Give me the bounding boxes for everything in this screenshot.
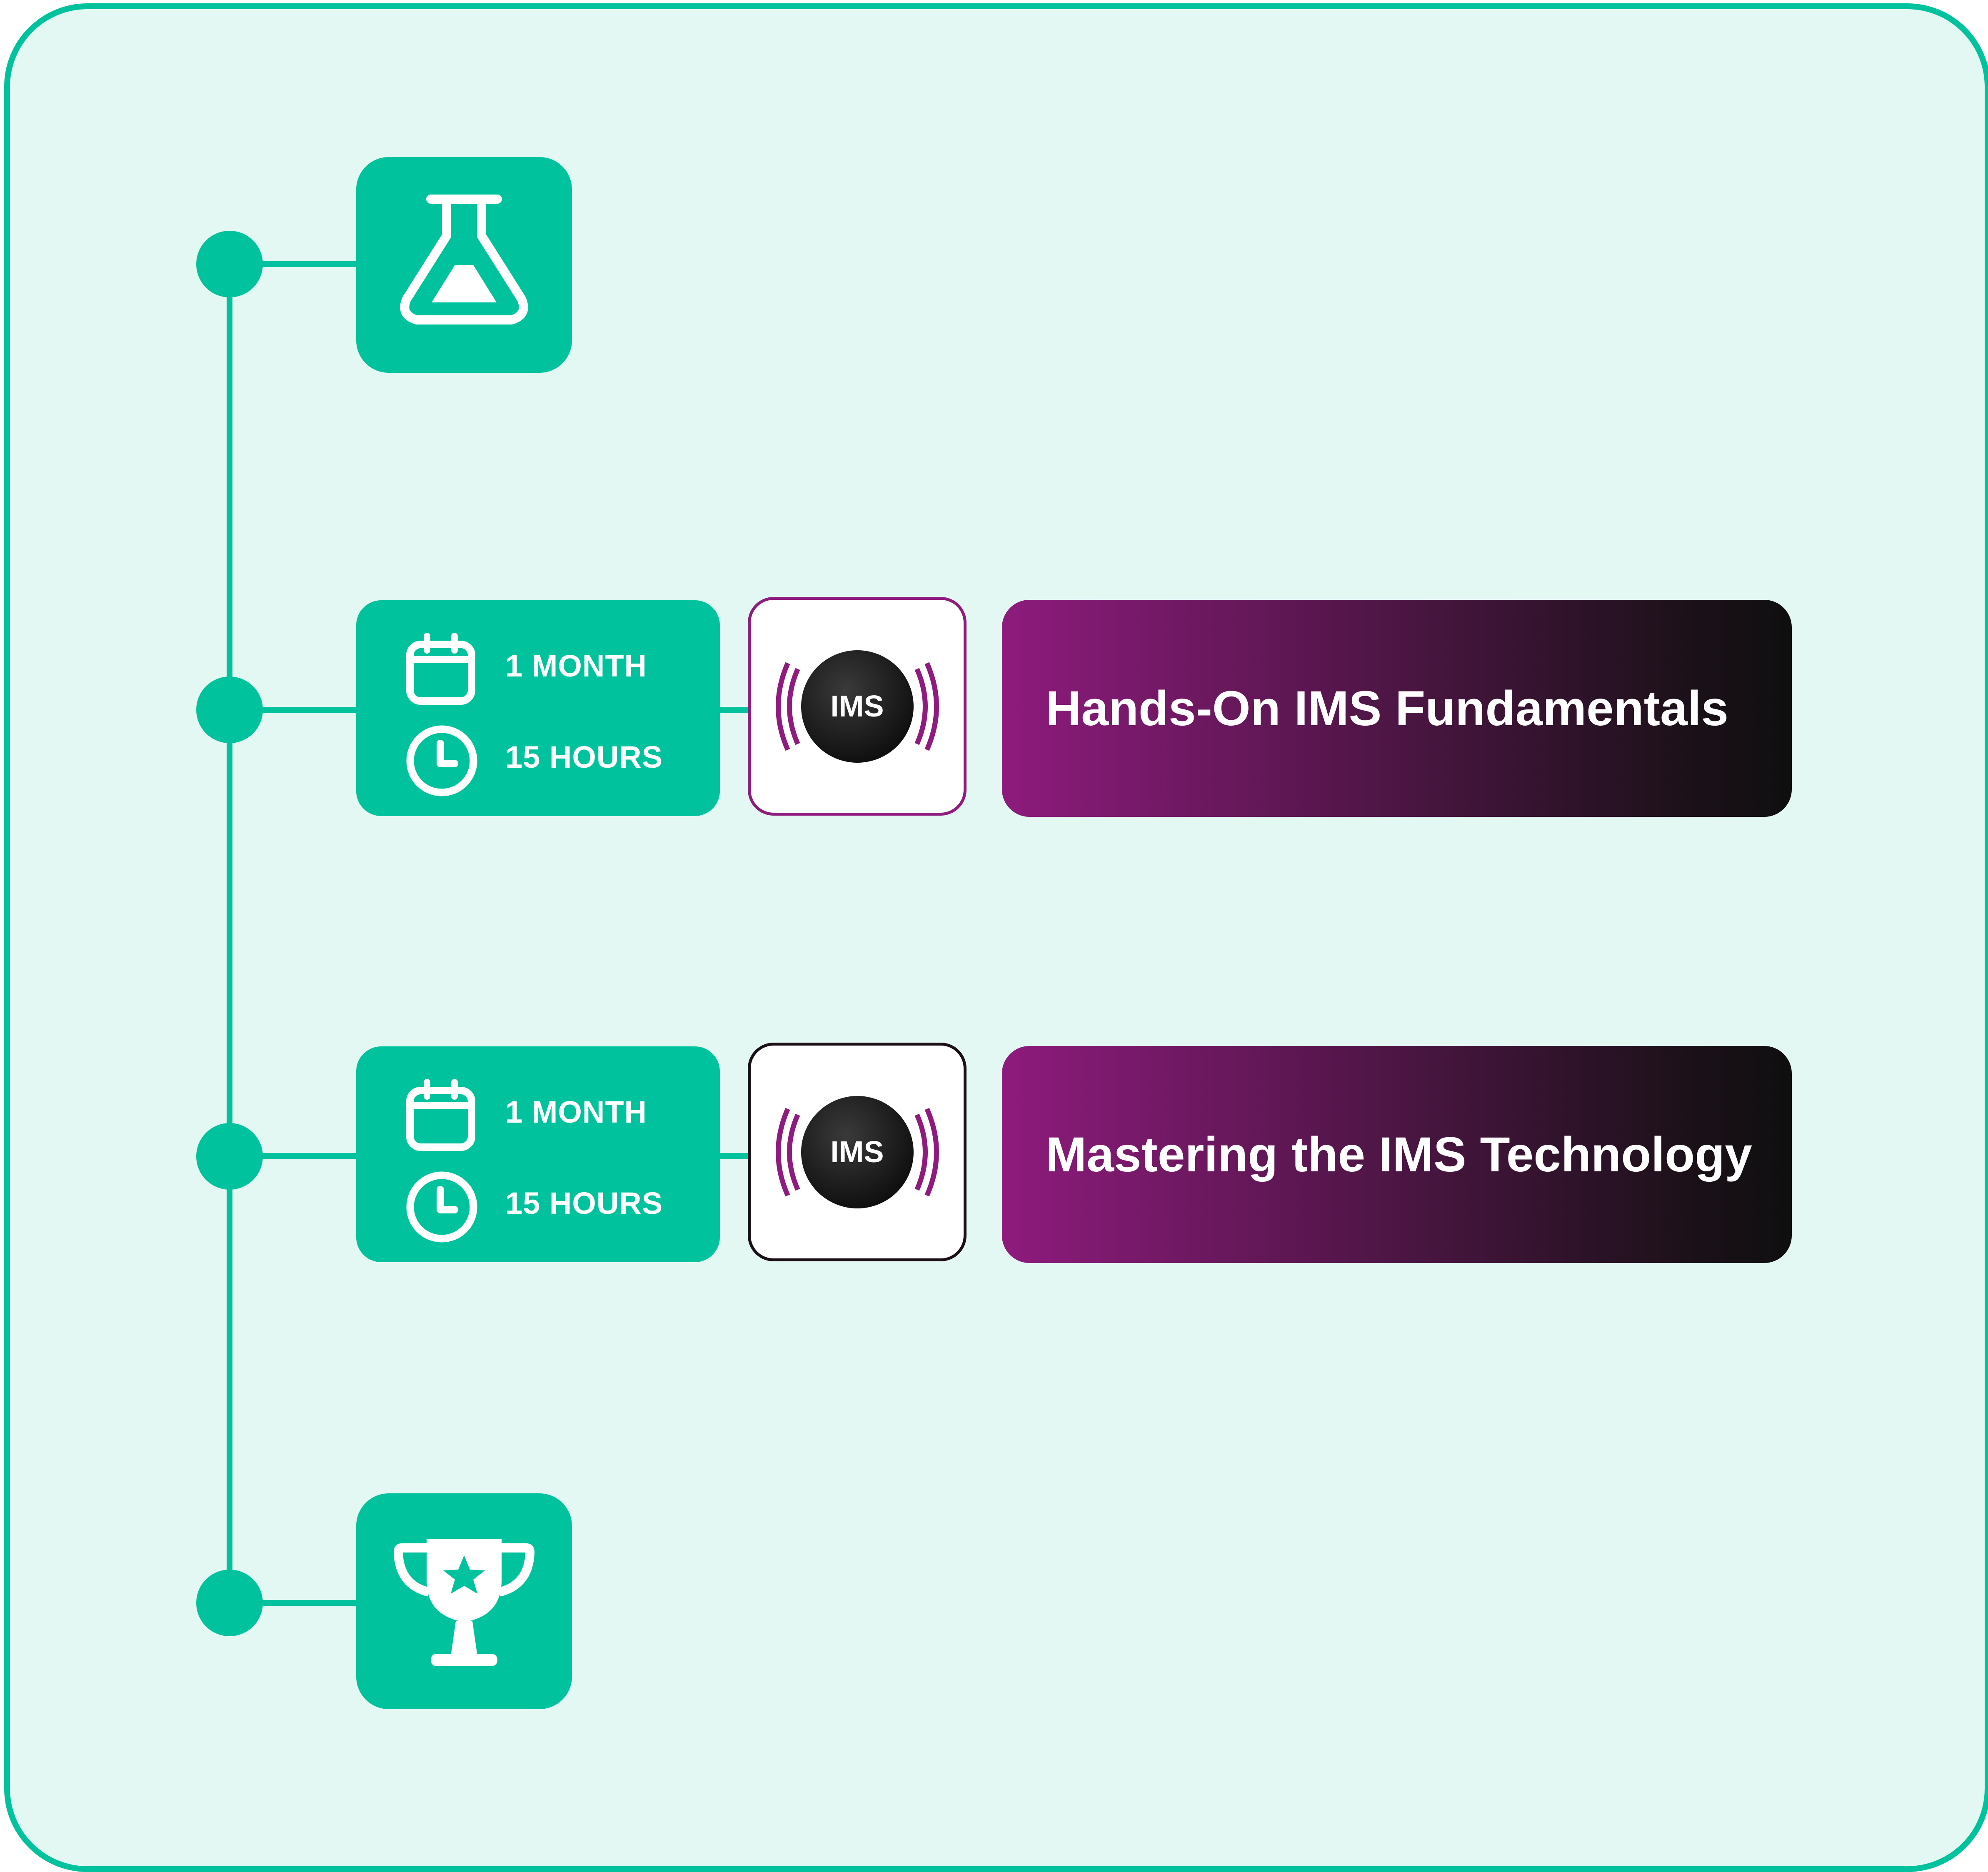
course-2-title: Mastering the IMS Technology <box>1046 1127 1752 1182</box>
course-1-info-card: 1 MONTH 15 HOURS <box>356 600 720 816</box>
course-1-logo-card: IMS <box>748 597 967 816</box>
calendar-icon <box>406 1079 475 1151</box>
connector-start <box>250 261 358 267</box>
course-2-duration: 1 MONTH <box>505 1095 647 1129</box>
ims-logo-text: IMS <box>830 1135 884 1169</box>
connector-course-1 <box>250 707 358 713</box>
course-1-hours: 15 HOURS <box>505 740 663 774</box>
ims-logo-text: IMS <box>830 689 884 723</box>
trophy-icon <box>394 1539 534 1666</box>
start-tile <box>356 157 572 373</box>
course-1-duration: 1 MONTH <box>505 649 647 683</box>
connector-course-2 <box>250 1153 358 1159</box>
course-2-title-banner: Mastering the IMS Technology <box>1002 1046 1792 1263</box>
finish-tile <box>356 1493 572 1709</box>
calendar-icon <box>406 633 475 705</box>
ims-logo-mark <box>775 650 939 763</box>
ims-logo: IMS <box>772 644 943 769</box>
timeline-line <box>227 262 232 1604</box>
connector-course-1-logo <box>717 707 750 713</box>
roadmap-panel <box>4 3 1988 1872</box>
connector-course-2-logo <box>717 1153 750 1159</box>
course-2-info-card: 1 MONTH 15 HOURS <box>356 1046 720 1262</box>
course-2-logo-card: IMS <box>748 1043 967 1261</box>
ims-logo-mark <box>775 1096 939 1208</box>
flask-icon <box>400 195 528 324</box>
ims-logo: IMS <box>772 1090 943 1215</box>
connector-finish <box>250 1600 358 1606</box>
course-1-title-banner: Hands-On IMS Fundamentals <box>1002 600 1792 817</box>
clock-icon <box>406 725 477 796</box>
course-1-title: Hands-On IMS Fundamentals <box>1046 681 1729 736</box>
course-2-hours: 15 HOURS <box>505 1186 663 1221</box>
clock-icon <box>406 1171 477 1243</box>
